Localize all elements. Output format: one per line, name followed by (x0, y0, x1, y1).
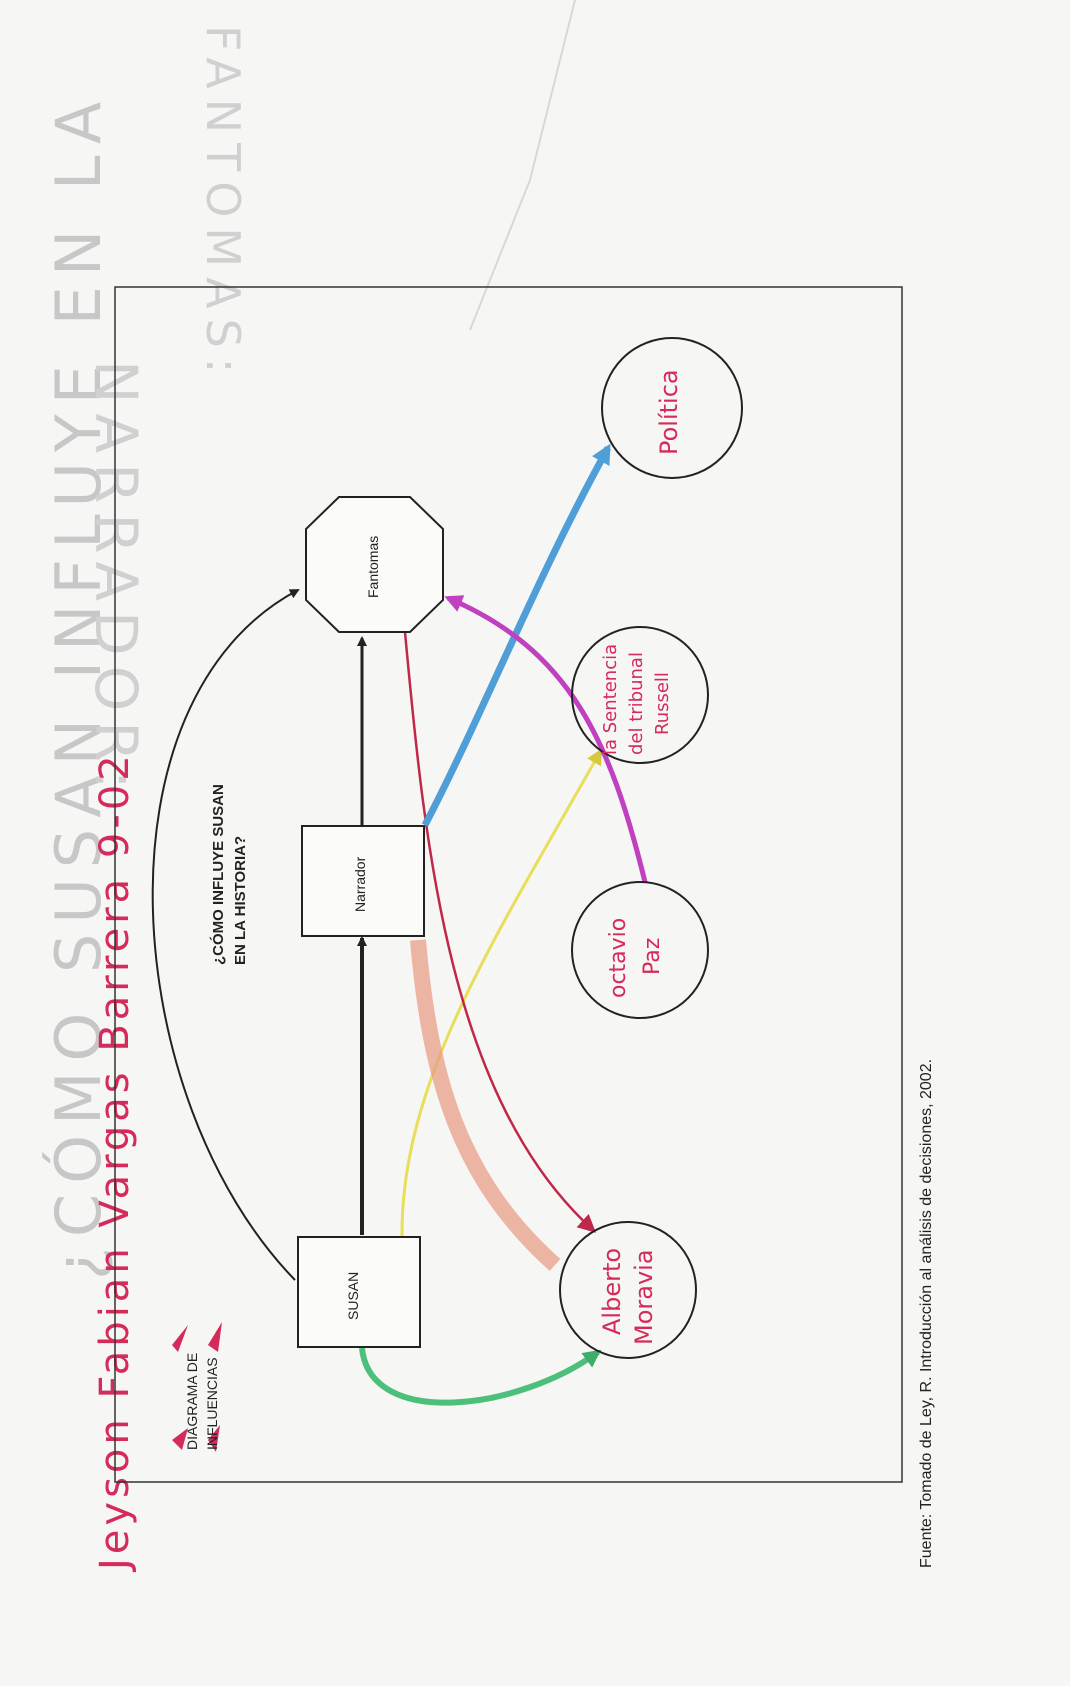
edge-octavio-fantomas (444, 595, 648, 883)
edge-narrador-politica (421, 443, 612, 827)
node-narrador-box (301, 825, 425, 937)
node-politica-label: Política (655, 369, 683, 455)
edge-fantomas-moravia (403, 631, 596, 1233)
legend-marker-icon (208, 1322, 222, 1352)
edge-susan-moravia (359, 1347, 602, 1406)
diagram-frame (114, 286, 903, 1483)
node-susan-box (297, 1236, 421, 1348)
node-sentencia-label-line-2: del tribunal (626, 652, 647, 755)
question-line-2: EN LA HISTORIA? (232, 835, 249, 965)
node-susan-label: SUSAN (345, 1271, 361, 1320)
legend-marker-icon (208, 1425, 220, 1452)
edge-susan-fantomas (151, 589, 300, 1281)
node-moravia-circle (559, 1221, 697, 1359)
node-politica-circle (601, 337, 743, 479)
legend-marker-icon (172, 1428, 188, 1450)
node-octavio-circle (571, 881, 709, 1019)
node-narrador-label: Narrador (352, 856, 368, 912)
node-sentencia-circle (571, 626, 709, 764)
edge-narrador-moravia (410, 939, 561, 1271)
node-fantomas-label: Fantomas (365, 535, 381, 598)
node-octavio-label-line-1: octavio (606, 917, 631, 998)
node-sentencia-label-line-3: Russell (652, 672, 673, 735)
node-sentencia-label-line-1: la Sentencia (600, 643, 621, 755)
question-line-1: ¿CÓMO INFLUYE SUSAN (210, 784, 227, 965)
node-moravia-label-line-1: Alberto (598, 1247, 626, 1335)
node-fantomas-octagon (305, 496, 444, 633)
legend-label: DIAGRAMA DE INFLUENCIAS (184, 1352, 220, 1450)
legend-marker-icon (172, 1325, 188, 1352)
node-octavio-label-line-2: Paz (640, 937, 665, 975)
node-moravia-label-line-2: Moravia (630, 1249, 658, 1345)
